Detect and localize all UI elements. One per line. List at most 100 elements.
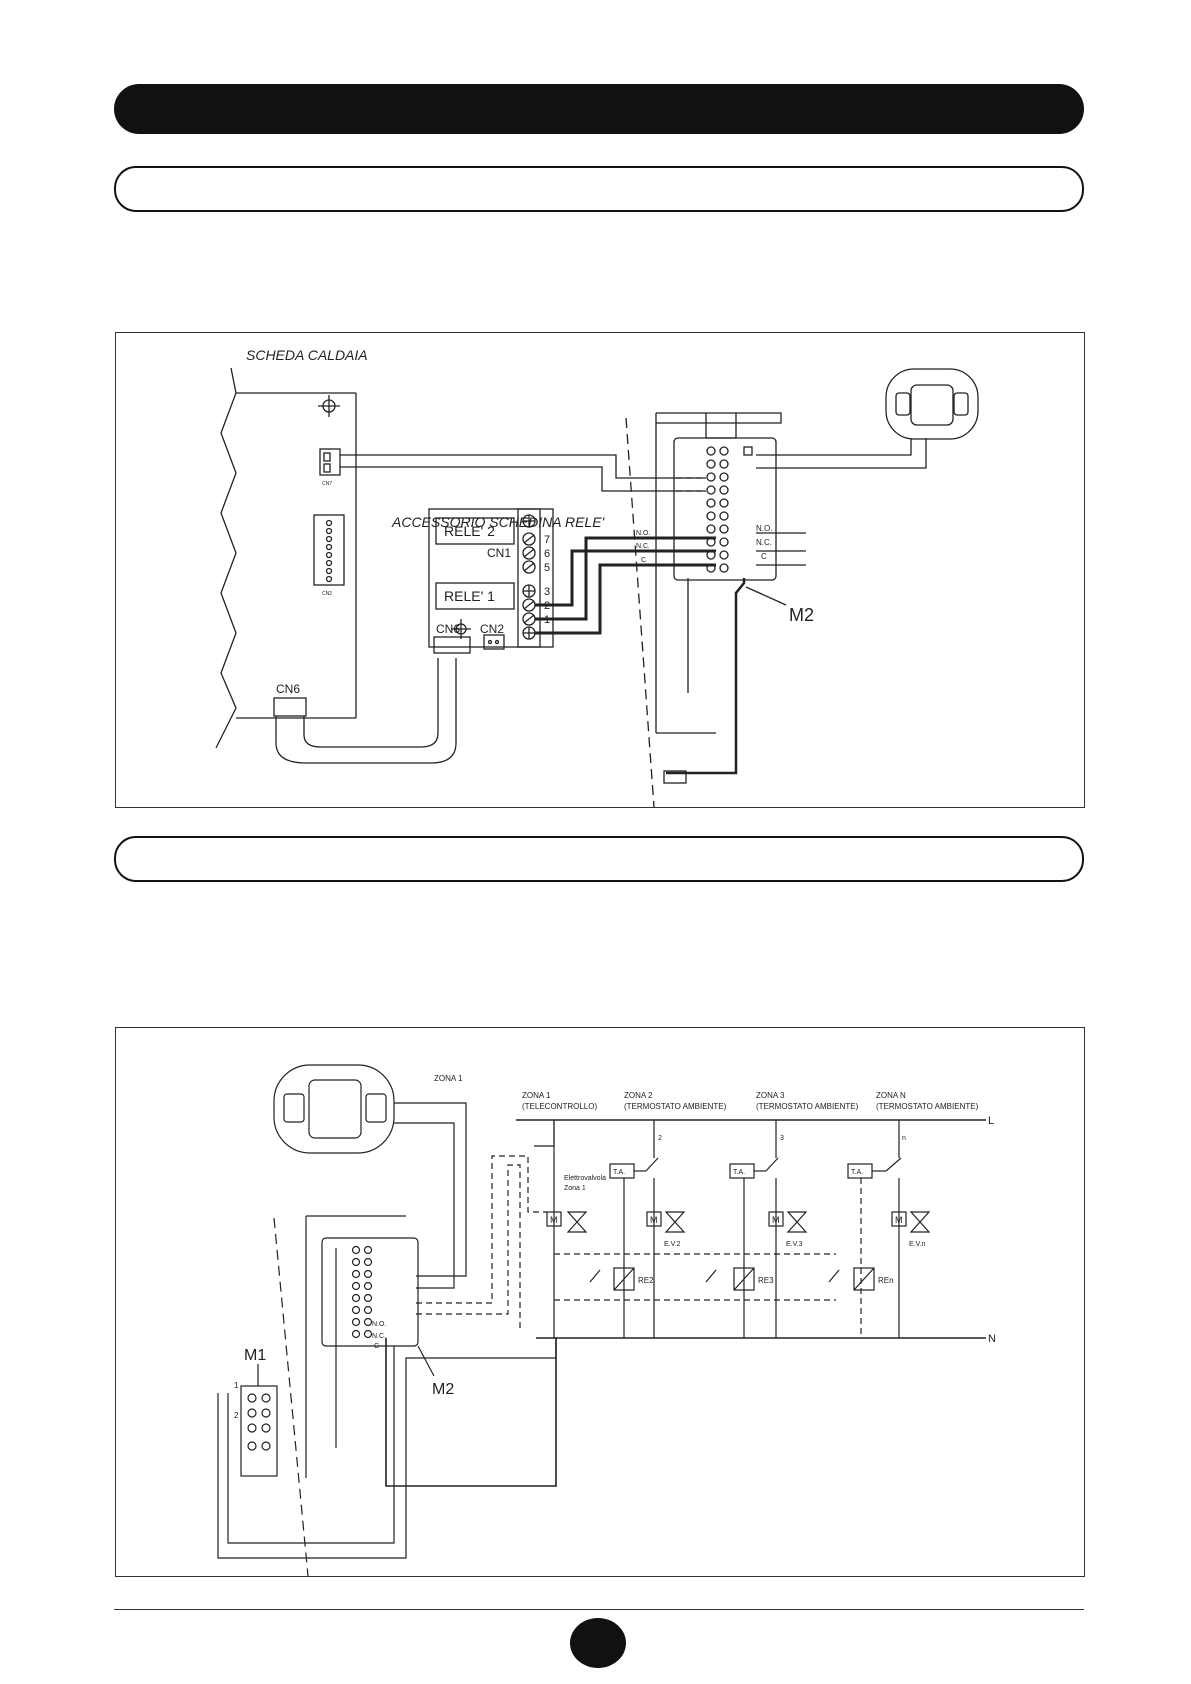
cn7-small-label: CN7 <box>322 481 332 487</box>
board-cn2-connector <box>313 514 345 586</box>
wall-dashed-line <box>625 417 655 807</box>
page-number-badge <box>570 1618 626 1668</box>
zona1-top-label: ZONA 1 <box>434 1074 463 1083</box>
remote-control <box>885 368 979 440</box>
board-edge <box>215 367 237 749</box>
tan-label: T.A. <box>851 1169 863 1176</box>
zona1-label: ZONA 1 <box>522 1091 551 1100</box>
relay-2-label: RELE' 2 <box>444 523 495 539</box>
wire-c <box>535 563 716 635</box>
zona3-sub-label: (TERMOSTATO AMBIENTE) <box>756 1102 859 1111</box>
footer-rule <box>114 1609 1084 1610</box>
m2-no-label: N.O. <box>372 1321 386 1328</box>
ren-relay <box>853 1267 875 1291</box>
zone1-dashed-wire-a <box>416 1164 521 1328</box>
n-link-wire <box>385 1338 557 1487</box>
m2-leader-line <box>417 1345 435 1377</box>
board-cn2-small-label: CN2 <box>322 591 332 597</box>
zona1-sub-label: (TELECONTROLLO) <box>522 1102 597 1111</box>
remote-wire-b <box>394 1122 455 1289</box>
cn7-connector <box>319 448 341 476</box>
ta2-number: 2 <box>658 1135 662 1142</box>
terminal-1: 1 <box>544 614 550 626</box>
section-header-1 <box>114 166 1084 212</box>
remote-control <box>273 1064 395 1154</box>
wall-dashed-line <box>273 1217 309 1576</box>
m2-nc-label: N.C. <box>372 1333 386 1340</box>
terminal-6: 6 <box>544 548 550 560</box>
m2-terminal-block <box>673 437 777 581</box>
zonen-motor-label: M <box>895 1215 903 1225</box>
ta3-number: 3 <box>780 1135 784 1142</box>
wire-no-label: N.O. <box>636 530 650 537</box>
zone3-motor-label: M <box>772 1215 780 1225</box>
cn1-label: CN1 <box>487 546 511 560</box>
m1-terminal-2: 2 <box>234 1411 239 1420</box>
terminal-3: 3 <box>544 586 550 598</box>
relay-accessory-board <box>428 508 554 648</box>
wire-c-label: C <box>641 557 646 564</box>
zone2-motor-label: M <box>650 1215 658 1225</box>
zona2-label: ZONA 2 <box>624 1091 653 1100</box>
m1-label: M1 <box>244 1347 266 1364</box>
m1-return-wire-b <box>217 1338 557 1559</box>
m2-label: M2 <box>432 1381 454 1398</box>
accessory-terminal-block <box>517 508 541 648</box>
accessory-cn2-connector <box>483 634 505 650</box>
m2-output-cable <box>666 578 746 775</box>
wire-nc <box>535 549 716 607</box>
zone-wiring-diagram: ZONA 1 ZONA 1 (TELECONTROLLO) ZONA 2 (TE… <box>217 1064 996 1576</box>
accessory-label: ACCESSORIO SCHEDINA RELE' <box>391 514 606 530</box>
re3-relay <box>733 1267 755 1291</box>
m2-leader-line <box>745 586 787 606</box>
accessory-cn2-label: CN2 <box>480 622 504 636</box>
zonan-label: ZONA N <box>876 1091 906 1100</box>
m2-no-label: N.O. <box>756 524 772 533</box>
evn-label: E.V.n <box>909 1241 926 1248</box>
m1-terminal-1: 1 <box>234 1381 239 1390</box>
m2-c-label: C <box>761 552 767 561</box>
relay-wiring-diagram-frame: SCHEDA CALDAIA ACCESSORIO SCHEDINA RELE'… <box>115 332 1085 808</box>
m2-terminal-block <box>321 1237 419 1347</box>
ev-zone-label: Zona 1 <box>564 1185 586 1192</box>
re2-relay <box>613 1267 635 1291</box>
tan-number: n <box>902 1135 906 1142</box>
m1-terminal-block <box>240 1385 278 1477</box>
zone2-motor <box>646 1211 662 1227</box>
remote-wire-a <box>756 438 912 456</box>
ev3-label: E.V.3 <box>786 1241 803 1248</box>
zone1-motor <box>546 1211 562 1227</box>
zona3-label: ZONA 3 <box>756 1091 785 1100</box>
board-cn6-label: CN6 <box>276 682 300 696</box>
ev2-label: E.V.2 <box>664 1241 681 1248</box>
m2-c-label: C <box>374 1343 379 1350</box>
line-n-label: N <box>988 1333 996 1345</box>
relay-1-box <box>435 582 515 610</box>
line-l-label: L <box>988 1115 994 1127</box>
section-header-2 <box>114 836 1084 882</box>
m1-terminal-screws <box>247 1393 271 1451</box>
wire-nc-label: N.C. <box>636 543 650 550</box>
wire-cn7-a <box>340 454 706 479</box>
board-cn2-pins <box>325 519 333 583</box>
relay-wiring-diagram: SCHEDA CALDAIA ACCESSORIO SCHEDINA RELE'… <box>215 347 979 807</box>
zonen-motor <box>891 1211 907 1227</box>
m2-label: M2 <box>789 605 814 625</box>
m2-terminal-screws <box>706 446 729 573</box>
wire-cn7-b <box>340 466 706 492</box>
ribbon-cable <box>275 658 457 764</box>
zone1-dashed-wire-b <box>416 1155 547 1304</box>
re2-label: RE2 <box>638 1276 654 1285</box>
zone1-motor-label: M <box>550 1215 558 1225</box>
board-cn6-connector <box>273 697 307 717</box>
accessory-terminal-screws <box>522 514 536 640</box>
zone3-motor <box>768 1211 784 1227</box>
ta2-label: T.A. <box>613 1169 625 1176</box>
terminal-7: 7 <box>544 534 550 546</box>
remote-wire-b <box>756 438 927 469</box>
ren-label: REn <box>878 1276 894 1285</box>
accessory-cn6-connector <box>433 636 471 654</box>
board-label: SCHEDA CALDAIA <box>246 347 368 363</box>
relay-1-label: RELE' 1 <box>444 588 495 604</box>
relay-2-box <box>435 517 515 545</box>
